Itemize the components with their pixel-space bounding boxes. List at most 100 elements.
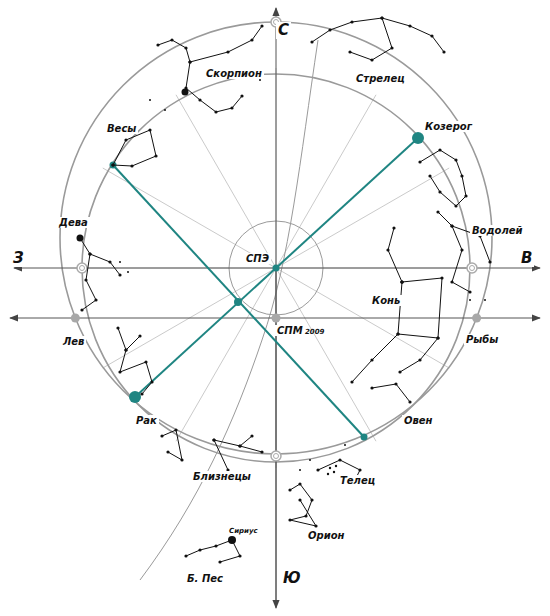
star [370, 58, 373, 61]
star [454, 204, 457, 207]
constellation-figure [214, 440, 228, 470]
teal-line [113, 165, 364, 437]
pole-subscript: 2009 [303, 329, 326, 337]
cardinal-marker [77, 263, 87, 273]
teal-point [412, 132, 424, 144]
star [335, 465, 337, 467]
star [386, 248, 389, 251]
constellation-figure [352, 334, 398, 382]
star [442, 50, 445, 53]
star [124, 138, 127, 141]
star [418, 160, 421, 163]
star [348, 50, 351, 53]
star [140, 392, 143, 395]
star [400, 280, 403, 283]
cardinal-marker [470, 266, 475, 271]
star [214, 110, 217, 113]
constellation-figure [350, 18, 392, 60]
grid-line [276, 168, 449, 268]
star [154, 154, 157, 157]
star [238, 444, 241, 447]
star [149, 99, 151, 101]
star [350, 380, 353, 383]
gray-dot [472, 314, 481, 323]
star [298, 482, 301, 485]
star [436, 336, 439, 339]
star [396, 332, 399, 335]
constellation-label: Рыбы [464, 334, 500, 345]
constellation-label: Телец [338, 475, 377, 486]
star [436, 210, 439, 213]
direction-label: Ю [281, 570, 303, 587]
star [111, 163, 114, 166]
teal-point [361, 434, 368, 441]
star [400, 280, 403, 283]
constellation-label: Лев [61, 336, 86, 347]
star [438, 148, 441, 151]
star [390, 46, 393, 49]
star [468, 290, 471, 293]
constellation-figure [90, 254, 120, 275]
constellation-figure [388, 228, 402, 282]
constellation-figure [118, 328, 152, 394]
direction-label: В [519, 250, 534, 267]
star [164, 109, 166, 111]
star [214, 544, 217, 547]
star [174, 428, 177, 431]
star [184, 46, 187, 49]
teal-point [234, 298, 242, 306]
star [88, 252, 91, 255]
star [148, 128, 151, 131]
constellation-figure [214, 440, 262, 452]
star [408, 24, 411, 27]
teal-point [129, 391, 141, 403]
constellation-label: Козерог [423, 121, 474, 132]
star [333, 471, 335, 473]
star [338, 458, 341, 461]
star [138, 334, 141, 337]
constellation-label: Овен [402, 415, 435, 426]
cardinal-marker [271, 451, 281, 461]
teal-point [273, 265, 280, 272]
star [398, 370, 401, 373]
star [370, 386, 373, 389]
grid-line [176, 95, 276, 268]
cardinal-marker [274, 454, 279, 459]
star [408, 400, 411, 403]
star [328, 28, 331, 31]
star [350, 20, 353, 23]
constellation-figure [240, 436, 252, 446]
star [166, 450, 169, 453]
constellation-label: Орион [306, 530, 346, 541]
star [108, 260, 111, 263]
pole-label: СПМ [275, 325, 305, 336]
star [316, 468, 319, 471]
star [118, 273, 121, 276]
star [116, 326, 119, 329]
constellation-figure [398, 278, 442, 338]
star [130, 164, 133, 167]
star [488, 260, 491, 263]
star [238, 554, 241, 557]
star [314, 524, 317, 527]
star [418, 358, 421, 361]
star [228, 536, 236, 544]
star [310, 40, 313, 43]
star [260, 450, 263, 453]
direction-label: З [11, 250, 26, 267]
star [329, 467, 331, 469]
constellation-label: Весы [105, 123, 138, 134]
star [392, 226, 395, 229]
star-label: Сириус [227, 528, 260, 536]
grid-line [276, 95, 376, 268]
star [484, 299, 486, 301]
star [144, 360, 147, 363]
constellation-label: Конь [370, 295, 402, 306]
star [127, 271, 129, 273]
star [260, 24, 263, 27]
star [188, 60, 191, 63]
star [184, 554, 187, 557]
star [77, 235, 84, 242]
